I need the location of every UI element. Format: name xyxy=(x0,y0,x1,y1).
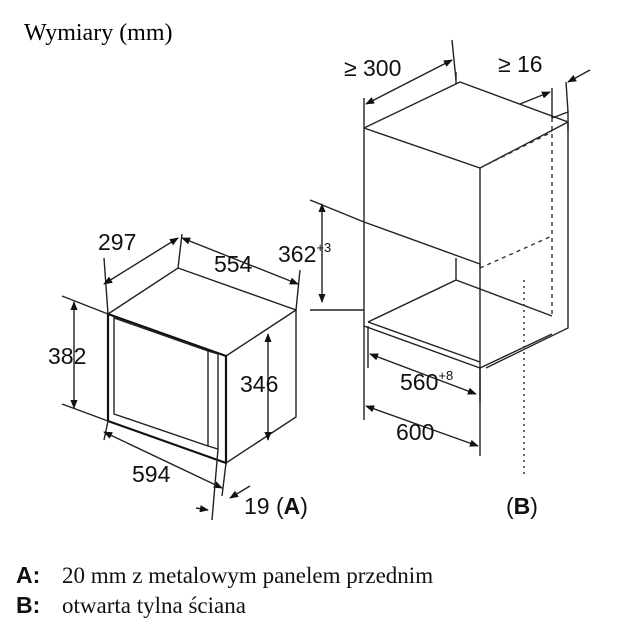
legend-text-b: otwarta tylna ściana xyxy=(62,593,246,618)
label-a: A xyxy=(284,493,301,519)
microwave-dimensions: 297 554 382 346 594 19 (A) xyxy=(48,229,308,521)
legend-key-b: B xyxy=(16,592,33,618)
dim-opening-width-tol: +8 xyxy=(438,368,453,383)
legend-item-a: A:20 mm z metalowym panelem przednim xyxy=(16,562,434,588)
svg-text:19 (A): 19 (A) xyxy=(244,493,308,519)
legend-text-a: 20 mm z metalowym panelem przednim xyxy=(62,563,434,588)
svg-text:560+8: 560+8 xyxy=(400,368,453,395)
svg-text:362+3: 362+3 xyxy=(278,240,331,267)
svg-text:(B): (B) xyxy=(506,493,538,519)
dim-front-width: 594 xyxy=(132,461,171,487)
dim-cabinet-width: 600 xyxy=(396,419,434,445)
dim-opening-width: 560 xyxy=(400,369,438,395)
label-b: B xyxy=(514,493,531,519)
niche-drawing xyxy=(363,72,569,478)
legend-key-a: A xyxy=(16,562,33,588)
dim-microwave-depth: 297 xyxy=(98,229,136,255)
dim-opening-height-tol: +3 xyxy=(316,240,331,255)
dim-front-offset: 19 xyxy=(244,493,270,519)
legend-item-b: B:otwarta tylna ściana xyxy=(16,592,246,618)
drawing-title: Wymiary (mm) xyxy=(24,20,173,46)
dim-door-height: 346 xyxy=(240,371,278,397)
dim-niche-depth: ≥ 300 xyxy=(344,55,401,81)
dim-microwave-width: 554 xyxy=(214,251,253,277)
dim-opening-height: 362 xyxy=(278,241,316,267)
niche-dimensions: ≥ 300 ≥ 16 362+3 560+8 600 (B) xyxy=(278,39,591,519)
dim-microwave-height: 382 xyxy=(48,343,86,369)
dim-niche-gap: ≥ 16 xyxy=(498,51,543,77)
